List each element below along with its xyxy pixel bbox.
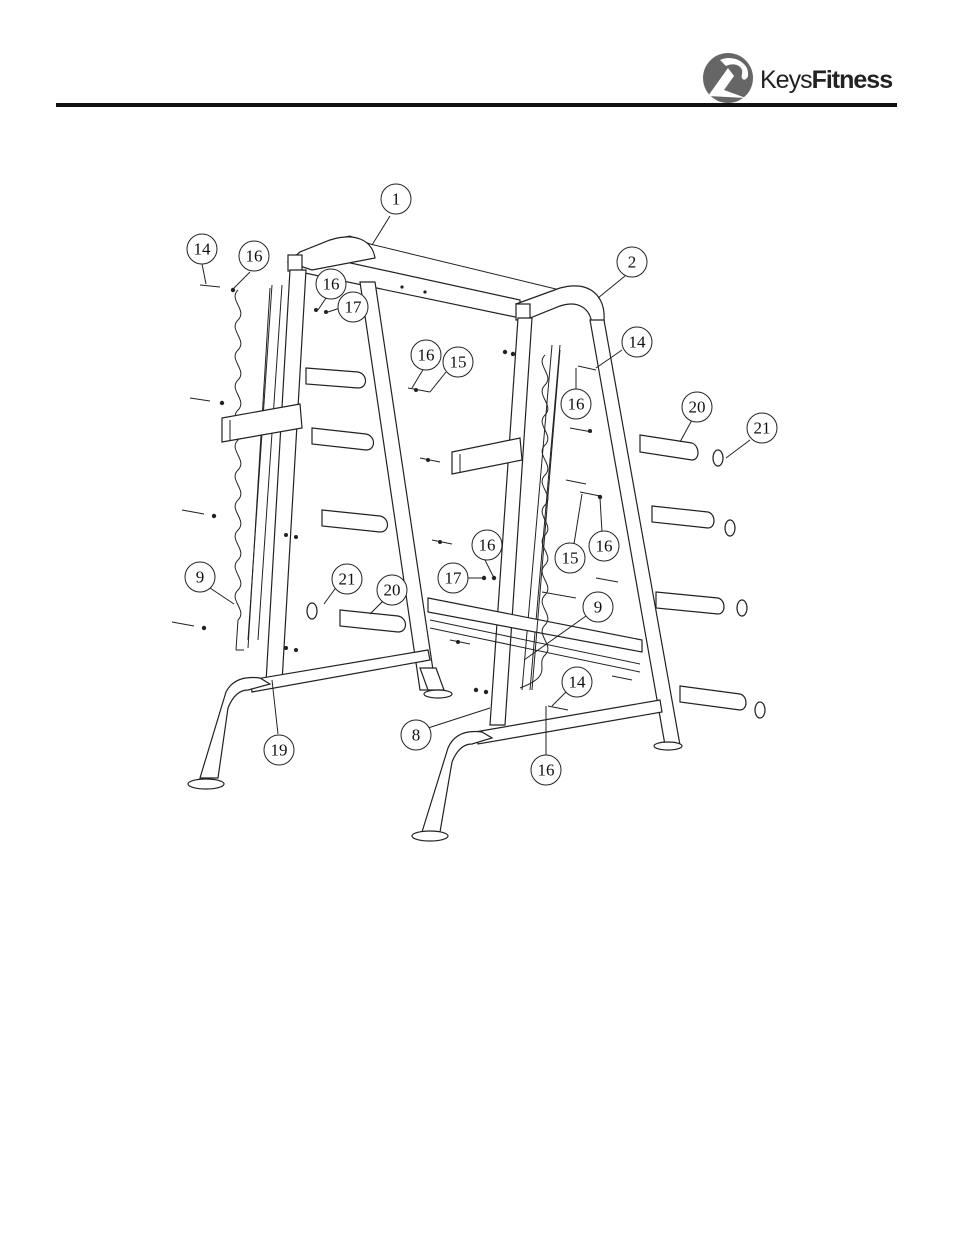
callout-16: 16 bbox=[472, 530, 502, 560]
callout-14: 14 bbox=[622, 327, 652, 357]
callout-16: 16 bbox=[411, 340, 441, 370]
callout-label: 16 bbox=[568, 395, 585, 414]
callout-label: 17 bbox=[445, 569, 463, 588]
left-cap bbox=[288, 255, 302, 271]
callout-label: 8 bbox=[412, 726, 421, 745]
callout-21: 21 bbox=[332, 564, 362, 594]
callout-label: 19 bbox=[271, 741, 288, 760]
callout-label: 16 bbox=[538, 761, 555, 780]
callout-label: 15 bbox=[562, 549, 579, 568]
callout-16: 16 bbox=[589, 531, 619, 561]
callout-label: 16 bbox=[479, 536, 496, 555]
left-foot-pad bbox=[188, 779, 224, 789]
callout-label: 1 bbox=[392, 190, 401, 209]
callout-20: 20 bbox=[377, 575, 407, 605]
left-foot bbox=[200, 678, 270, 778]
callout-9: 9 bbox=[583, 592, 613, 622]
callout-9: 9 bbox=[185, 562, 215, 592]
callout-14: 14 bbox=[187, 234, 217, 264]
right-foot-pad bbox=[412, 831, 448, 841]
right-foot bbox=[422, 732, 492, 832]
callout-label: 21 bbox=[339, 570, 356, 589]
callout-16: 16 bbox=[531, 755, 561, 785]
callout-label: 9 bbox=[196, 568, 205, 587]
callout-label: 14 bbox=[629, 333, 647, 352]
callout-19: 19 bbox=[264, 735, 294, 765]
callout-20: 20 bbox=[682, 392, 712, 422]
callout-label: 20 bbox=[384, 581, 401, 600]
callout-16: 16 bbox=[239, 241, 269, 271]
callout-label: 14 bbox=[194, 240, 212, 259]
callout-label: 9 bbox=[594, 598, 603, 617]
callout-label: 14 bbox=[569, 673, 587, 692]
callout-label: 20 bbox=[689, 398, 706, 417]
callout-14: 14 bbox=[562, 667, 592, 697]
frame-drawing bbox=[172, 236, 765, 841]
callout-label: 16 bbox=[323, 275, 340, 294]
callout-label: 17 bbox=[345, 298, 363, 317]
callout-label: 16 bbox=[246, 247, 263, 266]
left-front-upright bbox=[266, 270, 306, 682]
callout-15: 15 bbox=[443, 347, 473, 377]
callout-16: 16 bbox=[316, 269, 346, 299]
callout-label: 16 bbox=[418, 346, 435, 365]
callout-8: 8 bbox=[401, 720, 431, 750]
callout-label: 15 bbox=[450, 353, 467, 372]
callout-15: 15 bbox=[555, 543, 585, 573]
callout-21: 21 bbox=[747, 413, 777, 443]
callout-label: 21 bbox=[754, 419, 771, 438]
callout-label: 16 bbox=[596, 537, 613, 556]
callout-17: 17 bbox=[438, 563, 468, 593]
callout-1: 1 bbox=[381, 184, 411, 214]
callout-16: 16 bbox=[561, 389, 591, 419]
callout-17: 17 bbox=[338, 292, 368, 322]
callout-label: 2 bbox=[628, 253, 637, 272]
right-front-upright bbox=[490, 318, 532, 725]
callout-2: 2 bbox=[617, 247, 647, 277]
